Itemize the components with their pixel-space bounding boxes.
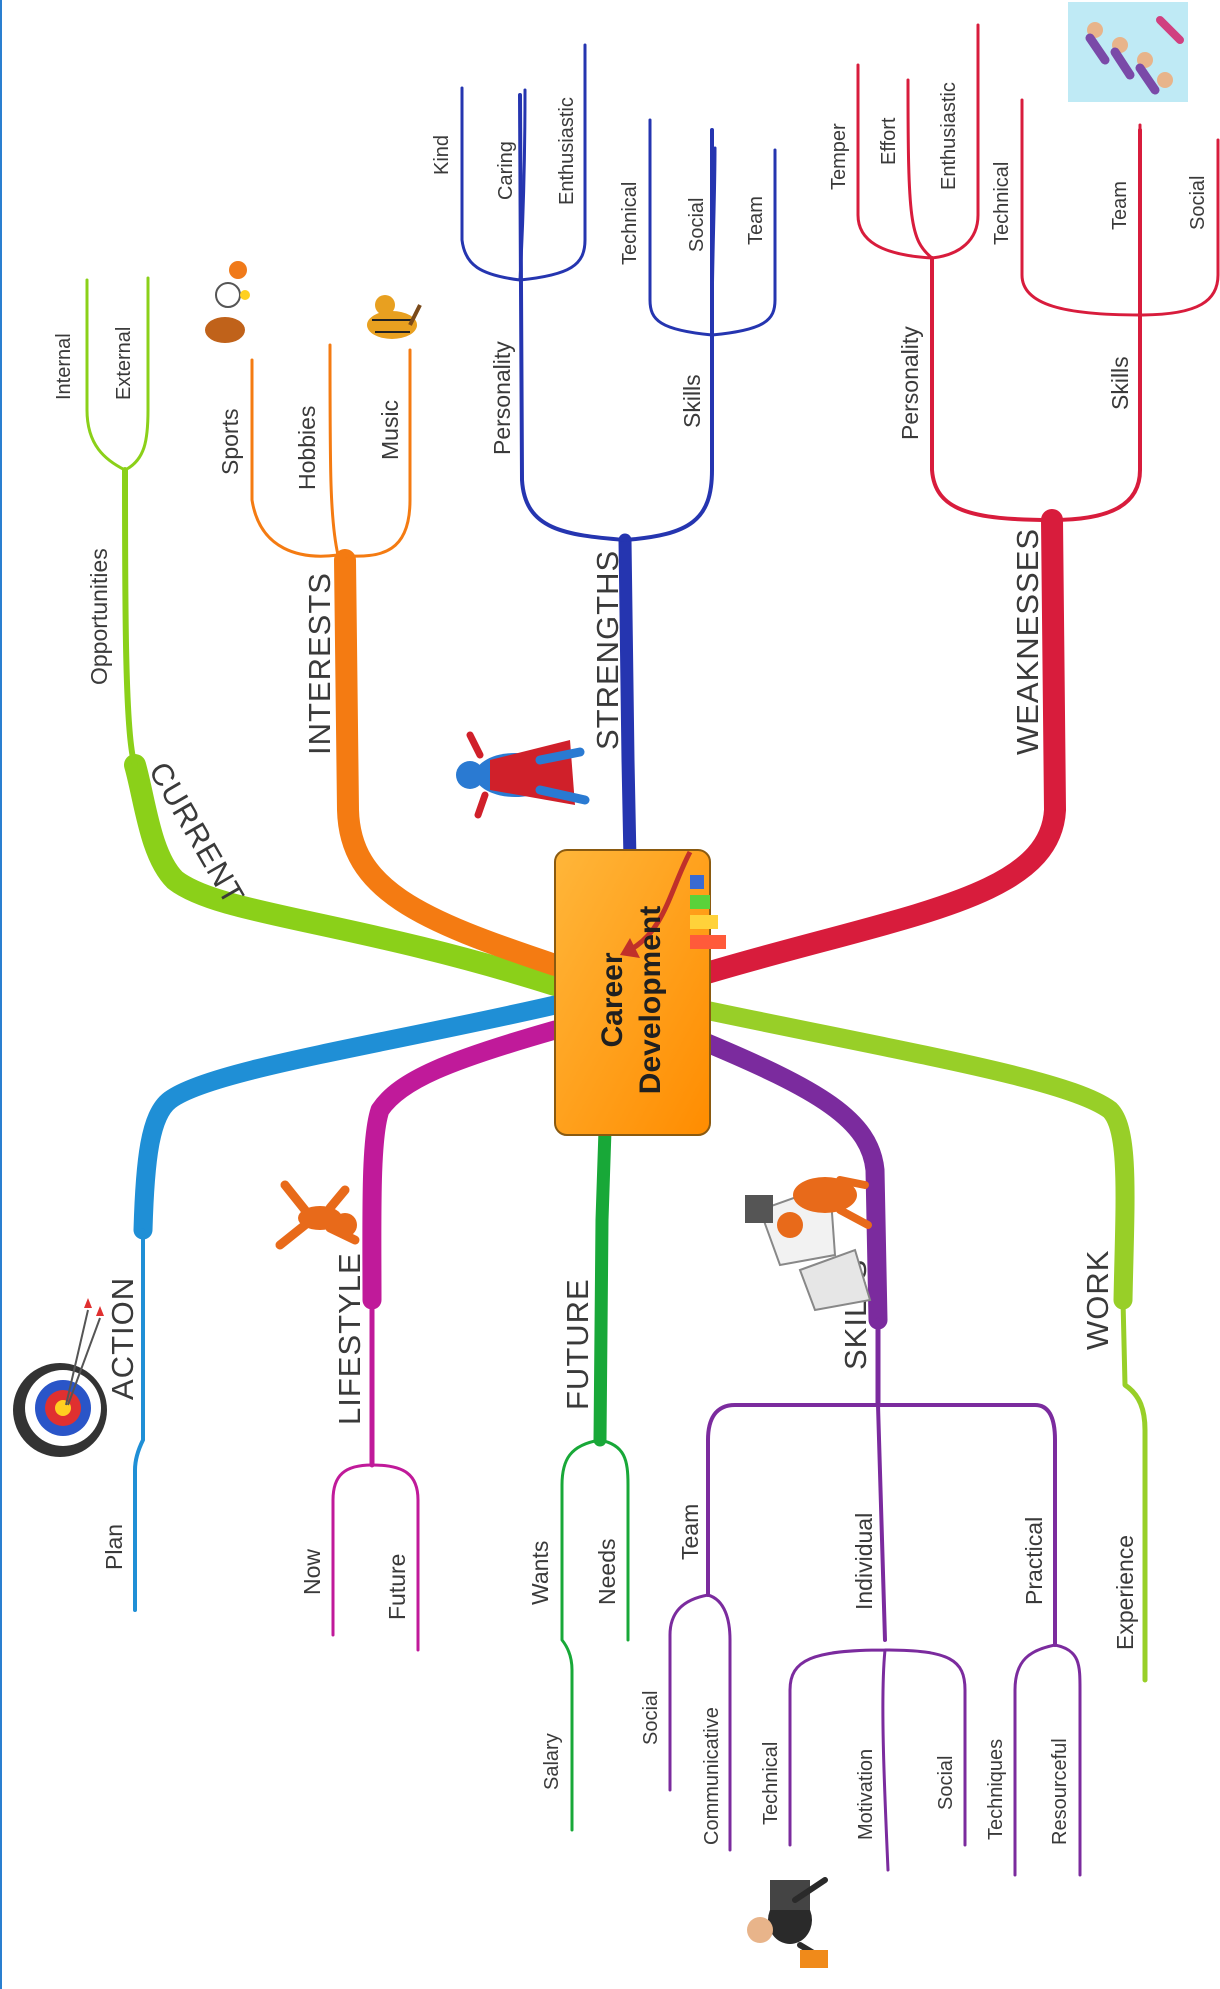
future-salary: Salary — [541, 1733, 563, 1790]
tiger-musician-icon — [367, 295, 422, 339]
skills-communicative: Communicative — [701, 1707, 723, 1845]
strengths-personality-fork — [460, 43, 587, 282]
strengths-caring: Caring — [495, 141, 517, 200]
weaknesses-effort: Effort — [878, 117, 900, 165]
branch-future — [593, 1123, 612, 1447]
branch-weaknesses — [689, 509, 1066, 986]
central-topic-line2: Development — [634, 906, 667, 1094]
branch-lifestyle — [362, 1020, 565, 1310]
interests-hobbies: Hobbies — [294, 406, 320, 490]
work-experience: Experience — [1112, 1535, 1138, 1650]
branch-label-weaknesses: WEAKNESSES — [1010, 528, 1045, 755]
skills-individual-fork — [788, 1648, 967, 1872]
weaknesses-enthusiastic: Enthusiastic — [938, 82, 960, 190]
interests-music: Music — [377, 400, 403, 460]
lifestyle-now: Now — [299, 1549, 325, 1595]
current-opportunities: Opportunities — [86, 548, 112, 685]
strengths-skills: Skills — [679, 374, 705, 428]
skills-motivation: Motivation — [855, 1749, 877, 1840]
current-internal: Internal — [53, 333, 75, 400]
interests-sports: Sports — [217, 409, 243, 475]
central-topic-line1: Career — [596, 952, 629, 1047]
central-topic[interactable]: Career Development — [554, 849, 726, 1136]
branch-work-stem — [1120, 1297, 1148, 1683]
lifestyle-future: Future — [384, 1554, 410, 1620]
branch-label-work: WORK — [1080, 1250, 1115, 1350]
skills-team: Team — [677, 1504, 703, 1560]
branch-interests-fork — [250, 343, 412, 558]
weaknesses-social: Social — [1187, 176, 1209, 230]
skills-techniques: Techniques — [985, 1739, 1007, 1840]
branch-work — [695, 1000, 1135, 1310]
branch-current-stem — [122, 467, 138, 768]
branch-label-future: FUTURE — [560, 1278, 595, 1410]
action-plan: Plan — [101, 1524, 127, 1570]
branch-label-strengths: STRENGTHS — [590, 550, 625, 750]
skills-individual: Individual — [851, 1513, 877, 1610]
friends-group-icon — [1068, 2, 1188, 102]
branch-label-action: ACTION — [105, 1277, 140, 1400]
strengths-enthusiastic: Enthusiastic — [556, 97, 578, 205]
current-external: External — [113, 327, 135, 400]
skills-team-social: Social — [640, 1691, 662, 1745]
sports-balls-icon — [205, 261, 250, 343]
weaknesses-skills-fork — [1020, 98, 1220, 317]
skills-practical: Practical — [1021, 1517, 1047, 1605]
branch-weaknesses-fork — [930, 128, 1142, 522]
skills-practical-fork — [1013, 1643, 1082, 1877]
strengths-team: Team — [745, 196, 767, 245]
branch-interests — [334, 549, 566, 976]
weaknesses-team: Team — [1109, 181, 1131, 230]
branch-skills — [690, 1030, 888, 1330]
skills-team-fork — [668, 1593, 732, 1852]
branch-strengths — [618, 533, 637, 867]
skills-technical: Technical — [760, 1742, 782, 1825]
strengths-kind: Kind — [431, 135, 453, 175]
weaknesses-temper: Temper — [828, 123, 850, 190]
student-laptop-icon — [747, 1877, 828, 1968]
target-icon — [13, 1298, 107, 1457]
weaknesses-personality: Personality — [897, 326, 923, 440]
skills-individual-social: Social — [935, 1756, 957, 1810]
branch-label-interests: INTERESTS — [302, 572, 337, 755]
future-needs: Needs — [594, 1539, 620, 1605]
superhero-icon — [456, 731, 590, 819]
weaknesses-skills: Skills — [1107, 356, 1133, 410]
branch-label-lifestyle: LIFESTYLE — [332, 1252, 367, 1425]
branch-action-stem — [133, 1228, 145, 1612]
branch-action — [133, 995, 565, 1240]
reading-person-icon — [745, 1176, 872, 1312]
branch-lifestyle-fork — [331, 1463, 420, 1652]
person-icon — [275, 1180, 360, 1250]
stair-arrow-icon — [620, 850, 726, 958]
weaknesses-personality-fork — [856, 23, 980, 260]
branch-current-fork — [85, 276, 150, 472]
branch-future-fork — [560, 1438, 630, 1832]
branch-current — [124, 754, 566, 996]
skills-resourceful: Resourceful — [1049, 1738, 1071, 1845]
future-wants: Wants — [527, 1541, 553, 1605]
weaknesses-technical: Technical — [991, 162, 1013, 245]
branch-strengths-fork — [518, 93, 714, 542]
branch-skills-fork — [706, 1403, 1057, 1647]
strengths-skills-fork — [648, 118, 777, 337]
strengths-personality: Personality — [489, 341, 515, 455]
strengths-social: Social — [686, 198, 708, 252]
strengths-technical: Technical — [619, 182, 641, 265]
